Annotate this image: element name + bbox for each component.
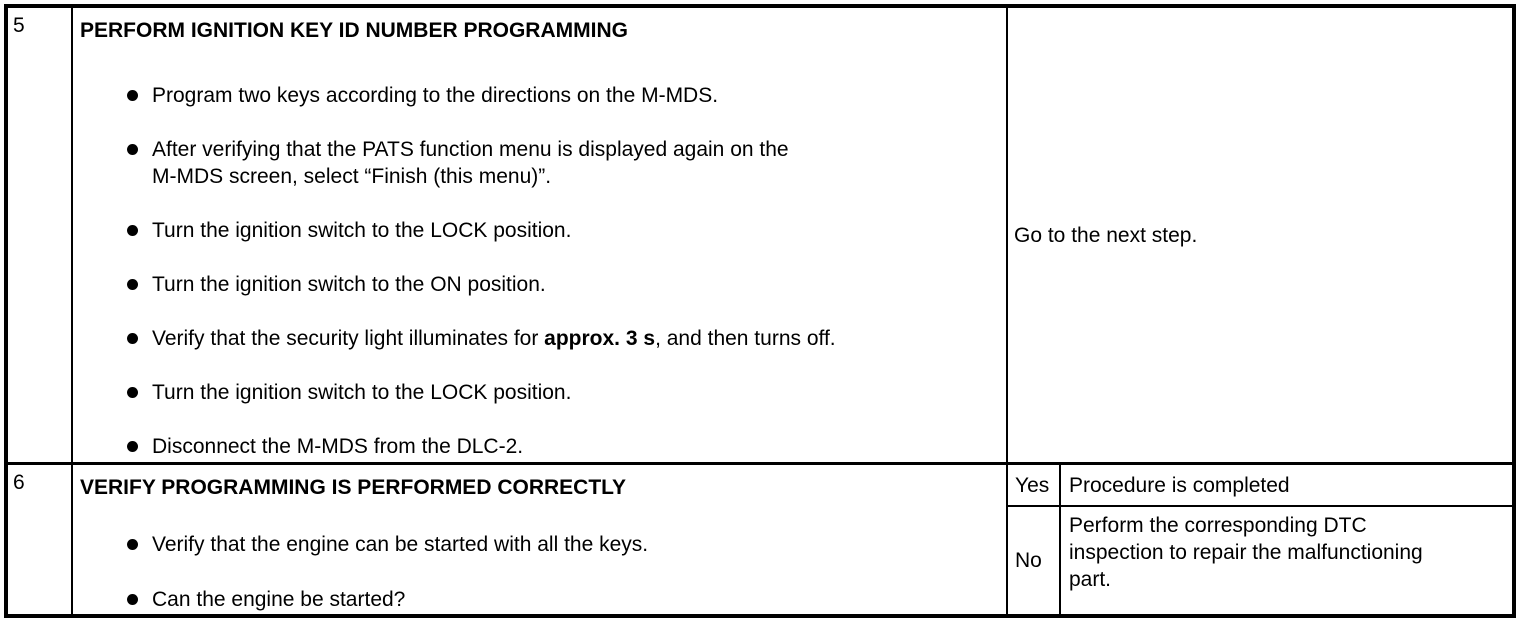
- bullet-icon: [127, 90, 138, 101]
- step-number: 6: [13, 471, 25, 494]
- inspection-cell: PERFORM IGNITION KEY ID NUMBER PROGRAMMI…: [73, 8, 1008, 462]
- bullet-icon: [127, 333, 138, 344]
- bullet-text: Turn the ignition switch to the ON posit…: [152, 273, 546, 296]
- bullet-icon: [127, 441, 138, 452]
- list-item: Disconnect the M-MDS from the DLC-2.: [80, 433, 1006, 460]
- answer-label: No: [1008, 507, 1061, 614]
- troubleshooting-table: 5 PERFORM IGNITION KEY ID NUMBER PROGRAM…: [4, 4, 1516, 618]
- action-cell: Go to the next step.: [1008, 8, 1512, 462]
- list-item: Turn the ignition switch to the LOCK pos…: [80, 217, 1006, 244]
- bullet-text-bold: approx. 3 s: [544, 327, 656, 350]
- action-row-yes: Yes Procedure is completed: [1008, 465, 1512, 507]
- list-item: Verify that the engine can be started wi…: [80, 531, 1006, 558]
- table-row-step-5: 5 PERFORM IGNITION KEY ID NUMBER PROGRAM…: [8, 8, 1512, 465]
- table-row-step-6: 6 VERIFY PROGRAMMING IS PERFORMED CORREC…: [8, 465, 1512, 614]
- answer-result-line: inspection to repair the malfunctioning: [1069, 541, 1423, 564]
- bullet-icon: [127, 539, 138, 550]
- list-item: Can the engine be started?: [80, 586, 1006, 613]
- list-item: Turn the ignition switch to the LOCK pos…: [80, 379, 1006, 406]
- answer-result: Procedure is completed: [1069, 473, 1290, 497]
- answer-result: Perform the corresponding DTC inspection…: [1061, 507, 1512, 614]
- step-number-cell: 6: [8, 465, 73, 614]
- bullet-text: Turn the ignition switch to the LOCK pos…: [152, 381, 572, 404]
- step-number-cell: 5: [8, 8, 73, 462]
- bullet-text: Verify that the engine can be started wi…: [152, 533, 649, 556]
- list-item: Program two keys according to the direct…: [80, 82, 1006, 109]
- bullet-text: Program two keys according to the direct…: [152, 84, 719, 107]
- bullet-icon: [127, 144, 138, 155]
- step-title: VERIFY PROGRAMMING IS PERFORMED CORRECTL…: [80, 476, 627, 499]
- bullet-text: Disconnect the M-MDS from the DLC-2.: [152, 435, 524, 458]
- bullet-text-line: M-MDS screen, select “Finish (this menu)…: [152, 165, 552, 188]
- step-title: PERFORM IGNITION KEY ID NUMBER PROGRAMMI…: [80, 19, 628, 42]
- answer-result-line: Perform the corresponding DTC: [1069, 514, 1367, 537]
- answer-label: Yes: [1008, 465, 1061, 505]
- bullet-icon: [127, 225, 138, 236]
- bullet-icon: [127, 387, 138, 398]
- step-number: 5: [13, 14, 25, 37]
- bullet-icon: [127, 594, 138, 605]
- answer-result-line: part.: [1069, 568, 1112, 591]
- action-row-no: No Perform the corresponding DTC inspect…: [1008, 507, 1512, 614]
- bullet-text-pre: Verify that the security light illuminat…: [152, 327, 545, 350]
- list-item: Turn the ignition switch to the ON posit…: [80, 271, 1006, 298]
- bullet-text-post: , and then turns off.: [655, 327, 836, 350]
- bullet-text: Can the engine be started?: [152, 588, 406, 611]
- inspection-cell: VERIFY PROGRAMMING IS PERFORMED CORRECTL…: [73, 465, 1008, 614]
- list-item: After verifying that the PATS function m…: [80, 136, 1006, 190]
- bullet-text: After verifying that the PATS function m…: [152, 136, 789, 190]
- action-text: Go to the next step.: [1014, 223, 1198, 247]
- action-cell: Yes Procedure is completed No Perform th…: [1008, 465, 1512, 614]
- bullet-text-line: After verifying that the PATS function m…: [152, 138, 789, 161]
- bullet-text: Verify that the security light illuminat…: [152, 325, 836, 352]
- bullet-text: Turn the ignition switch to the LOCK pos…: [152, 219, 572, 242]
- list-item: Verify that the security light illuminat…: [80, 325, 1006, 352]
- bullet-icon: [127, 279, 138, 290]
